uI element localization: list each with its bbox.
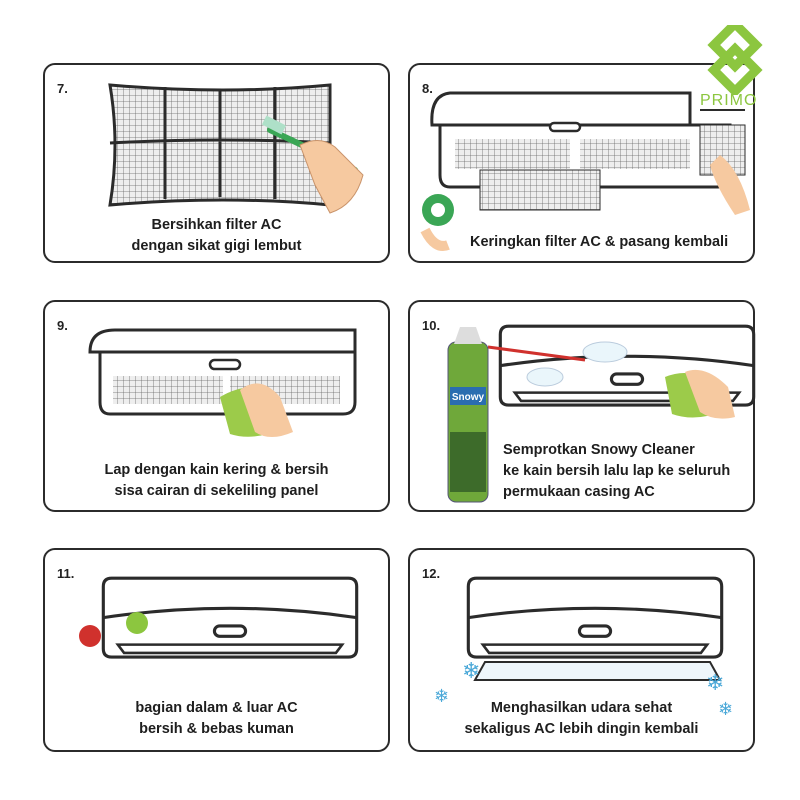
step-number: 9. — [57, 318, 68, 333]
step-caption: Bersihkan filter AC dengan sikat gigi le… — [45, 215, 388, 257]
caption-line: bagian dalam & luar AC — [135, 700, 298, 716]
caption-line: sisa cairan di sekeliling panel — [114, 483, 319, 499]
clean-ac-illustration — [79, 550, 392, 754]
caption-line: bersih & bebas kuman — [139, 721, 294, 737]
caption-line: permukaan casing AC — [503, 484, 655, 500]
step-caption: Lap dengan kain kering & bersih sisa cai… — [45, 460, 388, 502]
caption-line: sekaligus AC lebih dingin kembali — [464, 721, 699, 737]
step-caption: bagian dalam & luar AC bersih & bebas ku… — [45, 698, 388, 740]
step-number: 12. — [422, 566, 441, 581]
germ-icon — [126, 612, 148, 634]
step-caption: Semprotkan Snowy Cleaner ke kain bersih … — [503, 440, 730, 503]
step-caption: Menghasilkan udara sehat sekaligus AC le… — [410, 698, 753, 740]
snowflake-icon: ❄ — [718, 699, 733, 719]
caption-line: Lap dengan kain kering & bersih — [104, 462, 329, 478]
primo-logo — [700, 17, 770, 98]
snowflake-icon: ❄ — [462, 658, 480, 683]
dry-filter-illustration — [420, 91, 750, 251]
snowy-cleaner-can: Snowy — [447, 327, 489, 503]
germ-icon — [79, 625, 101, 647]
cool-air-illustration: ❄ ❄ ❄ ❄ — [434, 550, 733, 719]
snowflake-icon: ❄ — [434, 686, 449, 706]
step-10-panel: Snowy 10. Semprotkan Snowy Cleaner ke ka… — [408, 300, 755, 512]
wipe-panel-illustration — [88, 328, 357, 437]
step-9-panel: 9. Lap dengan kain kering & bersih sisa … — [43, 300, 390, 512]
spray-cleaner-illustration: Snowy — [447, 302, 757, 503]
step-caption: Keringkan filter AC & pasang kembali — [470, 232, 728, 253]
brand-name: PRIMO — [700, 92, 758, 109]
caption-line: Semprotkan Snowy Cleaner — [503, 442, 695, 458]
caption-line: Bersihkan filter AC — [151, 217, 282, 233]
caption-line: Keringkan filter AC & pasang kembali — [470, 234, 729, 250]
step-number: 8. — [422, 81, 433, 96]
step-12-panel: ❄ ❄ ❄ ❄ 12. Menghasilkan udara sehat sek… — [408, 548, 755, 752]
snowflake-icon: ❄ — [706, 670, 724, 695]
step-number: 7. — [57, 81, 68, 96]
filter-brush-illustration — [108, 83, 364, 214]
caption-line: Menghasilkan udara sehat — [490, 700, 673, 716]
step-8-panel: 8. Keringkan filter AC & pasang kembali — [408, 63, 755, 263]
caption-line: dengan sikat gigi lembut — [131, 238, 302, 254]
step-number: 11. — [57, 566, 75, 581]
step-number: 10. — [422, 318, 441, 333]
step-7-panel: 7. Bersihkan filter AC dengan sikat gigi… — [43, 63, 390, 263]
step-11-panel: 11. bagian dalam & luar AC bersih & beba… — [43, 548, 390, 752]
product-label: Snowy — [452, 392, 485, 403]
caption-line: ke kain bersih lalu lap ke seluruh — [503, 463, 731, 479]
